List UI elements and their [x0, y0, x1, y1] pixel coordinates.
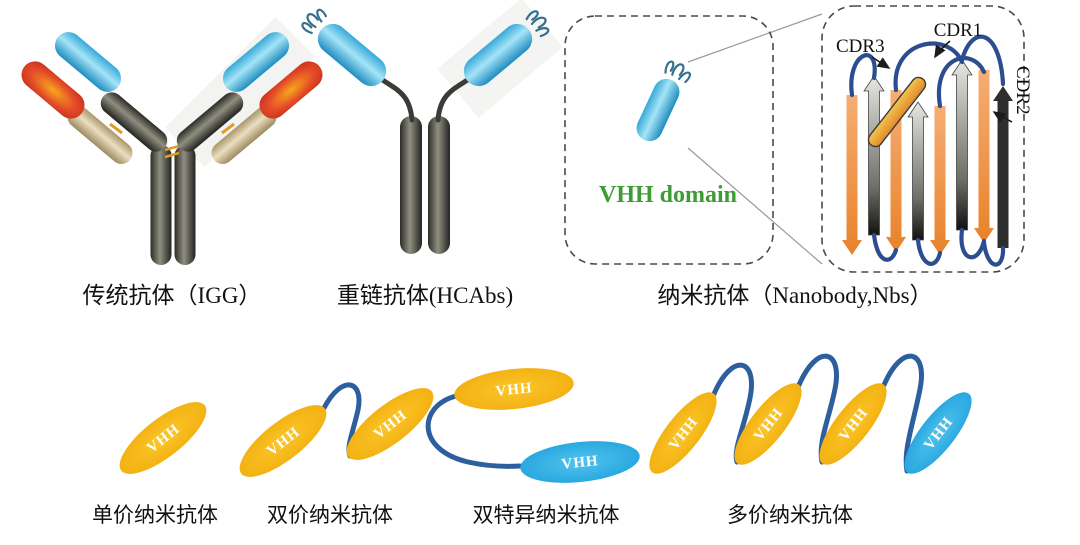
- hcab-hinge-left: [378, 76, 415, 123]
- multivalent-nanobody: VHH VHH VHH VHH: [649, 353, 972, 474]
- dashed-border: [564, 15, 774, 265]
- igg-variable-heavy-right: [222, 32, 290, 92]
- nanobody-label: 纳米抗体（Nanobody,Nbs）: [657, 283, 932, 308]
- igg-variable-light-left: [21, 61, 85, 119]
- cdr3-pointer: [871, 56, 891, 69]
- zoom-line-top: [687, 13, 823, 63]
- vhh-ellipse: [119, 402, 207, 474]
- dashed-border: [821, 5, 1025, 273]
- loop-connections: [849, 34, 1006, 267]
- igg-variable-heavy-left: [54, 32, 122, 92]
- cdr-structure-box: CDR3 CDR1 CDR2: [821, 5, 1033, 273]
- linker: [425, 393, 523, 469]
- igg-heavy-arm-left: [100, 92, 168, 152]
- hcab-hinge-right: [435, 76, 472, 123]
- disulfide-bond: [221, 122, 235, 135]
- vhh-ellipse: [454, 368, 574, 410]
- igg-variable-light-right: [259, 61, 323, 119]
- vhh-ellipse: [239, 405, 327, 477]
- beta-strand: [974, 70, 994, 243]
- multivalent-label: 多价纳米抗体: [727, 503, 853, 527]
- hcab-trunk-right: [428, 116, 450, 254]
- vhh-domain-box: VHH domain: [564, 13, 823, 265]
- igg-antibody: [21, 17, 323, 265]
- helix-rod: [867, 76, 927, 148]
- igg-heavy-trunk-left: [150, 145, 172, 265]
- igg-label: 传统抗体（IGG）: [83, 283, 262, 308]
- bispecific-label: 双特异纳米抗体: [473, 503, 620, 527]
- beta-strand: [863, 75, 885, 236]
- beta-strand: [930, 106, 950, 255]
- beta-strand: [993, 86, 1013, 248]
- hcab-antibody: [298, 0, 563, 254]
- cdr3-label: CDR3: [836, 36, 885, 57]
- cdr1-pointer: [934, 40, 951, 59]
- bivalent-label: 双价纳米抗体: [267, 503, 393, 527]
- bispecific-nanobody: VHH VHH: [425, 368, 640, 483]
- beta-strand: [951, 59, 973, 231]
- hcab-trunk-left: [400, 116, 422, 254]
- disulfide-bond: [109, 122, 123, 135]
- igg-light-constant-right: [211, 106, 277, 164]
- vhh-tag: VHH: [561, 453, 600, 473]
- vhh-ellipse: [649, 392, 717, 474]
- beta-strand: [842, 95, 862, 255]
- disulfide-bond: [164, 151, 180, 159]
- hcab-label: 重链抗体(HCAbs): [337, 283, 513, 308]
- disulfide-bond: [164, 144, 180, 152]
- vhh-ellipse-blue: [904, 392, 972, 474]
- igg-heavy-arm-right: [176, 92, 244, 152]
- vhh-domain-capsule: [636, 57, 694, 142]
- hcab-vhh-left: [298, 4, 387, 87]
- monovalent-nanobody: VHH: [119, 402, 207, 474]
- vhh-tag: VHH: [495, 380, 534, 400]
- beta-strand: [907, 101, 929, 241]
- bivalent-nanobody: VHH VHH: [239, 382, 434, 477]
- vhh-ellipse: [819, 383, 887, 465]
- igg-light-constant-left: [67, 106, 133, 164]
- hcab-vhh-right: [463, 7, 554, 87]
- vhh-ellipse-blue: [520, 441, 640, 483]
- beta-sandwich: [842, 34, 1013, 267]
- cdr1-label: CDR1: [934, 20, 983, 41]
- cdr2-pointer: [992, 111, 1013, 123]
- cdr2-label: CDR2: [1012, 66, 1033, 115]
- vhh-ellipse: [734, 383, 802, 465]
- zoom-line-bottom: [687, 147, 823, 265]
- vhh-ellipse: [346, 388, 434, 460]
- monovalent-label: 单价纳米抗体: [92, 503, 218, 527]
- igg-heavy-trunk-right: [174, 145, 196, 265]
- vhh-domain-label: VHH domain: [599, 182, 737, 208]
